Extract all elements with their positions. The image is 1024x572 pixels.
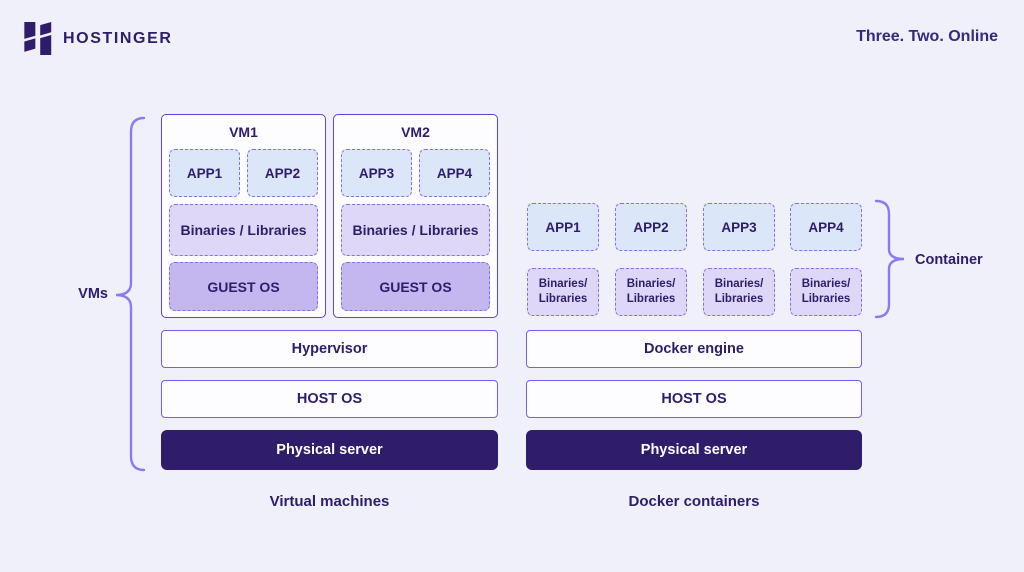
brand-header: HOSTINGER [24,22,173,55]
vm1-guest-os-box: GUEST OS [169,262,318,311]
vm1-title: VM1 [229,124,258,140]
docker-engine-layer: Docker engine [526,330,862,368]
vm2-apps-row: APP3 APP4 [341,149,490,197]
docker-physical-server-layer: Physical server [526,430,862,470]
container2-app-box: APP2 [615,203,687,251]
container-brace-label: Container [915,252,983,268]
vm-host-os-layer: HOST OS [161,380,498,418]
container3-binaries-box: Binaries/ Libraries [703,268,775,316]
container3-app-box: APP3 [703,203,775,251]
vm2-guest-os-box: GUEST OS [341,262,490,311]
vm2-binaries-box: Binaries / Libraries [341,204,490,256]
vm2-app3-box: APP3 [341,149,412,197]
tagline: Three. Two. Online [856,28,998,45]
vm2-app4-box: APP4 [419,149,490,197]
brand-name: HOSTINGER [63,29,173,47]
vm1-app2-box: APP2 [247,149,318,197]
container1-app-box: APP1 [527,203,599,251]
container4-app-box: APP4 [790,203,862,251]
vm2-title: VM2 [401,124,430,140]
vm1-binaries-box: Binaries / Libraries [169,204,318,256]
docker-host-os-layer: HOST OS [526,380,862,418]
vm1-app1-box: APP1 [169,149,240,197]
hostinger-h-logo-icon [24,22,54,55]
vm-physical-server-layer: Physical server [161,430,498,470]
vm-caption: Virtual machines [269,493,390,510]
vm1-apps-row: APP1 APP2 [169,149,318,197]
vm2-box: VM2 APP3 APP4 Binaries / Libraries GUEST… [333,114,498,318]
docker-caption: Docker containers [628,493,760,510]
hypervisor-layer: Hypervisor [161,330,498,368]
container1-binaries-box: Binaries/ Libraries [527,268,599,316]
vm1-box: VM1 APP1 APP2 Binaries / Libraries GUEST… [161,114,326,318]
container2-binaries-box: Binaries/ Libraries [615,268,687,316]
vms-brace-label: VMs [78,286,108,302]
container-brace-icon [874,199,908,319]
container4-binaries-box: Binaries/ Libraries [790,268,862,316]
vms-brace-icon [112,116,146,472]
